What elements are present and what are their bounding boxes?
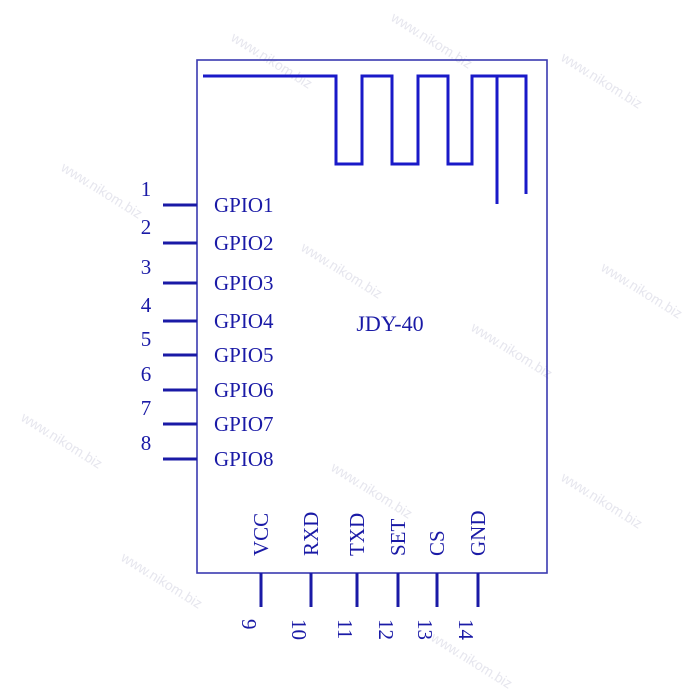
pin-label: CS [425, 530, 449, 556]
pin-number: 11 [333, 619, 357, 639]
pin-label: GPIO2 [214, 231, 274, 255]
watermark-text: www.nikom.biz [558, 48, 646, 111]
pin-number: 5 [141, 327, 152, 351]
watermark-text: www.nikom.biz [388, 8, 476, 71]
pin-number: 2 [141, 215, 152, 239]
watermark-layer: www.nikom.biz www.nikom.biz www.nikom.biz w… [18, 8, 686, 691]
watermark-text: www.nikom.biz [298, 238, 386, 301]
pin-number: 1 [141, 177, 152, 201]
pin-number: 7 [141, 396, 152, 420]
watermark-text: www.nikom.biz [18, 408, 106, 471]
pin-number: 10 [287, 619, 311, 640]
pin-number: 3 [141, 255, 152, 279]
watermark-text: www.nikom.biz [598, 258, 686, 321]
watermark-text: www.nikom.biz [468, 318, 556, 381]
pin-label: GPIO6 [214, 378, 274, 402]
watermark-text: www.nikom.biz [58, 158, 146, 221]
pin-label: GPIO3 [214, 271, 274, 295]
watermark-text: www.nikom.biz [558, 468, 646, 531]
pin-number: 8 [141, 431, 152, 455]
pin-label: GPIO5 [214, 343, 274, 367]
module-outline [196, 59, 548, 574]
pin-number: 14 [454, 619, 478, 641]
pin-label: GPIO1 [214, 193, 274, 217]
pin-label: GPIO8 [214, 447, 274, 471]
watermark-text: www.nikom.biz [118, 548, 206, 611]
pin-number: 9 [237, 619, 261, 630]
pin-label: GND [466, 511, 490, 557]
bottom-pin-group: VCC 9 RXD 10 TXD 11 SET 12 CS 13 GND 14 [237, 511, 490, 641]
pin-number: 6 [141, 362, 152, 386]
watermark-text: www.nikom.biz [328, 458, 416, 521]
module-name: JDY-40 [356, 311, 423, 336]
pin-label: VCC [249, 513, 273, 556]
pin-number: 13 [413, 619, 437, 640]
pin-number: 12 [374, 619, 398, 640]
pin-label: SET [386, 518, 410, 556]
pin-number: 4 [141, 293, 152, 317]
pin-label: GPIO7 [214, 412, 274, 436]
antenna-trace [203, 74, 528, 194]
pin-label: RXD [299, 512, 323, 556]
pin-label: TXD [345, 513, 369, 556]
pin-label: GPIO4 [214, 309, 274, 333]
